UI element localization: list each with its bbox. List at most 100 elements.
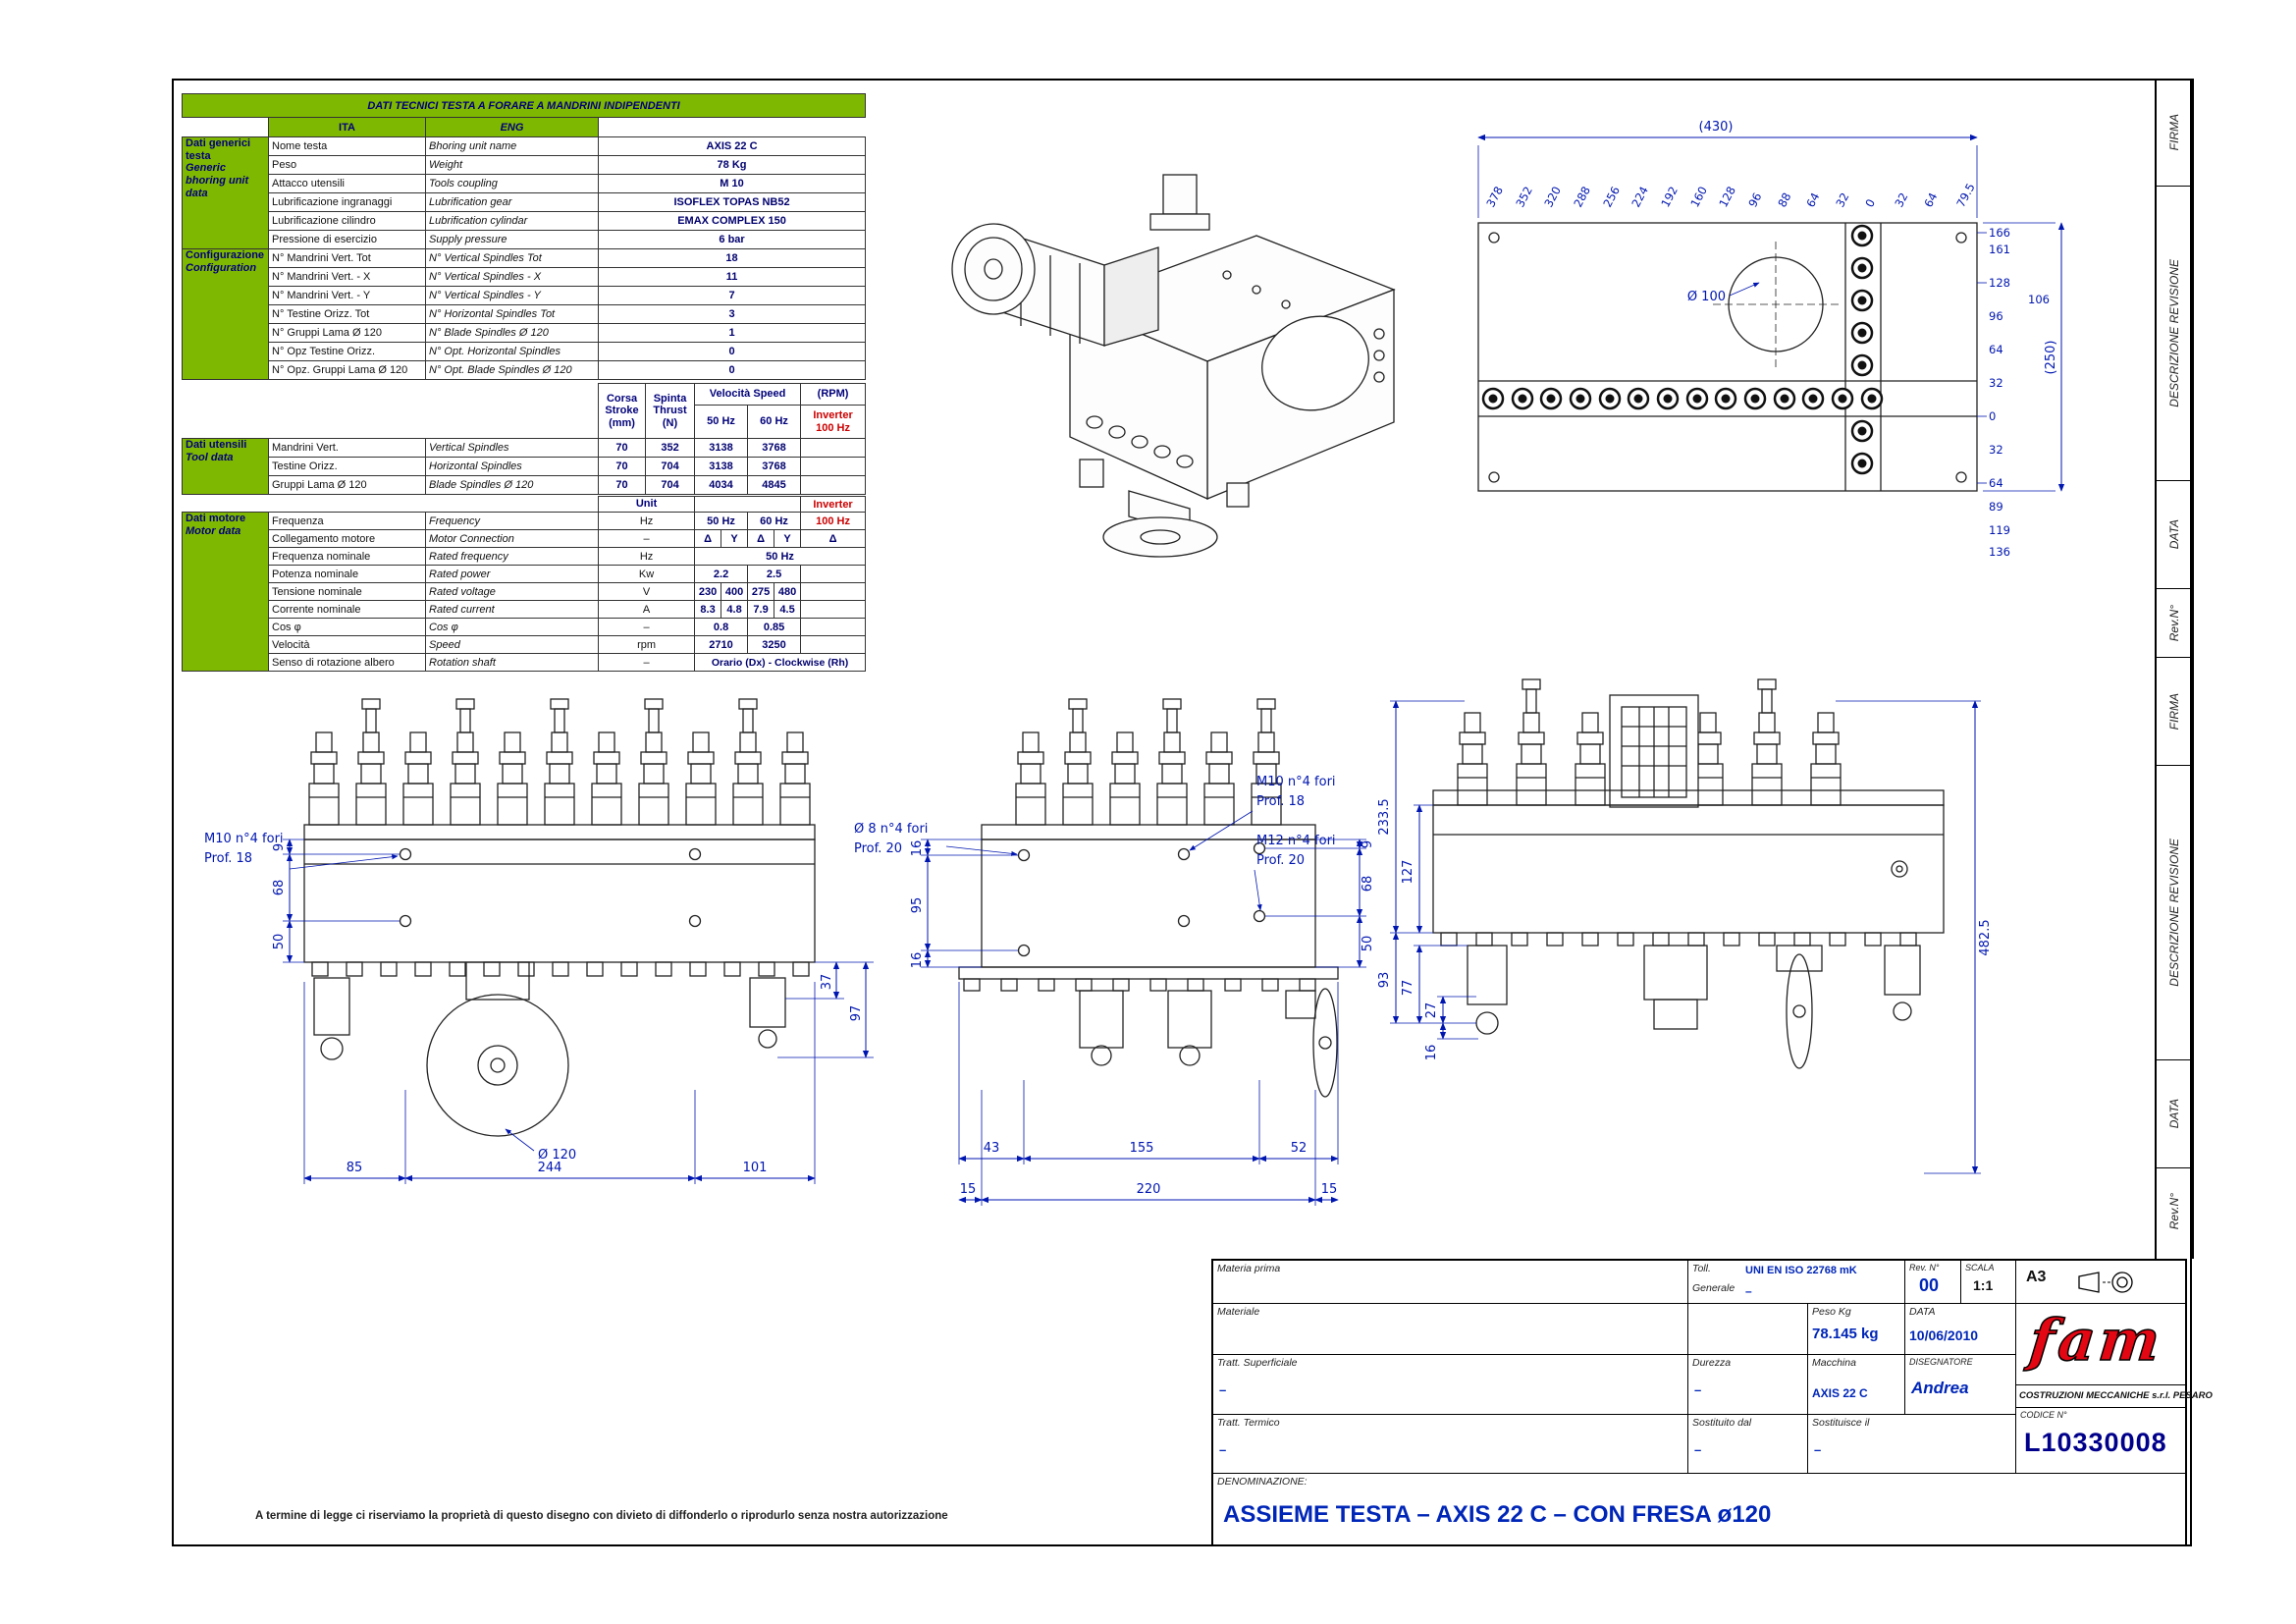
tb-value: 78.145 kg: [1812, 1326, 1879, 1342]
section-tool: Dati utensili Tool data: [182, 438, 269, 495]
tb-value: –: [1814, 1442, 1822, 1457]
row-value: 480: [774, 582, 802, 601]
tb-value: Andrea: [1911, 1379, 1969, 1397]
tb-label: Sostituisce il: [1812, 1417, 1870, 1429]
dim-label: 320: [1541, 184, 1564, 209]
row-value: 70: [598, 438, 647, 458]
section-label-eng: Configuration: [186, 261, 257, 274]
top-view-plate: [1477, 222, 1978, 492]
row-unit: –: [598, 653, 696, 672]
spacer-cell: [598, 117, 866, 137]
row-value: 7.9: [747, 600, 775, 619]
row-value: 0.8: [694, 618, 749, 636]
row-label-eng: N° Blade Spindles Ø 120: [425, 323, 599, 343]
dim-label: 89: [1989, 500, 2003, 514]
row-label-eng: Rated current: [424, 600, 600, 619]
side-view: 233.5 127 93 77 27 16 482.5: [1377, 678, 1993, 1174]
strip-cell: DESCRIZIONE REVISIONE: [2157, 187, 2192, 481]
row-label-ita: N° Gruppi Lama Ø 120: [268, 323, 426, 343]
section-label-ita: Dati motore: [186, 513, 246, 525]
hdr-inverter: Inverter: [813, 408, 853, 421]
row-value: 0.85: [747, 618, 802, 636]
drawing-title: ASSIEME TESTA – AXIS 22 C – CON FRESA ø1…: [1223, 1501, 1772, 1528]
side-view-body: [1432, 789, 1945, 947]
tb-durezza: Durezza –: [1688, 1355, 1808, 1415]
dim-label: 64: [1989, 476, 2003, 490]
row-label-ita: Nome testa: [268, 136, 426, 156]
tb-denominazione: DENOMINAZIONE: ASSIEME TESTA – AXIS 22 C…: [1213, 1474, 2189, 1548]
dim-label: 85: [347, 1161, 363, 1175]
tb-empty: [1688, 1304, 1808, 1355]
row-value: 3138: [694, 438, 749, 458]
mid-view-spindles: [1015, 698, 1282, 826]
row-label-ita: Testine Orizz.: [268, 457, 426, 476]
row-label-eng: N° Opt. Horizontal Spindles: [425, 342, 599, 361]
tb-label: Tratt. Termico: [1217, 1417, 1280, 1429]
row-label-ita: Gruppi Lama Ø 120: [268, 475, 426, 495]
dim-label: 220: [1137, 1182, 1161, 1197]
dim-label: 15: [960, 1182, 977, 1197]
row-label-eng: N° Vertical Spindles - X: [425, 267, 599, 287]
hdr-stroke: Stroke: [605, 405, 639, 417]
section-label-eng: Generic bhoring unit data: [186, 162, 249, 199]
table-title: DATI TECNICI TESTA A FORARE A MANDRINI I…: [181, 93, 867, 118]
row-value: 2.5: [747, 565, 802, 583]
row-label-ita: Corrente nominale: [268, 600, 426, 619]
row-value: 230: [694, 582, 722, 601]
tb-value: AXIS 22 C: [1812, 1386, 1868, 1400]
tb-macchina: Macchina AXIS 22 C: [1808, 1355, 1905, 1415]
row-value-empty: [800, 457, 867, 476]
top-view-dimensions: (430) 378 352 320 288 256 224 192 160 12…: [1477, 120, 2065, 559]
mid-view: 16 95 16 9 68 50 43 155 52: [854, 698, 1375, 1206]
row-value: AXIS 22 C: [597, 136, 867, 156]
tb-sostituito: Sostituito dal –: [1688, 1415, 1808, 1474]
row-value: 4845: [747, 475, 802, 495]
section-label-ita: Dati utensili: [186, 439, 247, 452]
dim-label: 27: [1424, 1002, 1439, 1019]
dim-label: 244: [538, 1161, 562, 1175]
tb-value: –: [1694, 1382, 1702, 1397]
tb-label: Macchina: [1812, 1357, 1856, 1369]
strip-cell: DATA: [2157, 481, 2192, 589]
row-unit: –: [598, 618, 696, 636]
mid-view-bottom-units: [1079, 988, 1338, 1098]
row-label-ita: N° Mandrini Vert. - Y: [268, 286, 426, 305]
row-value: 18: [597, 248, 867, 268]
tb-tolleranze: Toll. Generale UNI EN ISO 22768 mK –: [1688, 1261, 1905, 1304]
row-label-eng: Rated frequency: [424, 547, 600, 566]
dim-label: 9: [1361, 840, 1375, 848]
row-value-empty: [800, 475, 867, 495]
tb-disegnatore: DISEGNATORE Andrea: [1905, 1355, 2016, 1415]
row-value: 2.2: [694, 565, 749, 583]
row-value: 100 Hz: [800, 512, 867, 530]
dim-label: 288: [1571, 184, 1593, 209]
row-value-empty: [800, 582, 867, 601]
front-view-spindles: [308, 698, 811, 826]
row-label-ita: Potenza nominale: [268, 565, 426, 583]
row-value: 704: [645, 475, 696, 495]
dim-label: (250): [2044, 341, 2058, 375]
strip-cell: FIRMA: [2157, 658, 2192, 766]
row-label-ita: Attacco utensili: [268, 174, 426, 193]
front-view-body: [303, 824, 816, 977]
dim-label: 352: [1513, 184, 1535, 209]
tech-table-tools: Corsa Stroke (mm) Spinta Thrust (N) Velo…: [182, 383, 867, 495]
side-view-dimensions: 233.5 127 93 77 27 16 482.5: [1377, 700, 1993, 1174]
row-value: 2710: [694, 635, 749, 654]
row-value: 400: [721, 582, 749, 601]
row-value: 3768: [747, 438, 802, 458]
speed-header-50hz: 50 Hz: [694, 405, 749, 439]
hdr-corsa: Corsa: [606, 392, 638, 405]
front-view: 9 68 50 85 244 101 M10 n°4 fori Prof. 18…: [204, 698, 874, 1184]
row-value: 6 bar: [597, 230, 867, 249]
tb-label: Materia prima: [1217, 1263, 1281, 1274]
hdr-100hz: 100 Hz: [816, 421, 850, 434]
row-label-eng: Lubrification gear: [425, 192, 599, 212]
projection-symbol-icon: [2078, 1272, 2133, 1293]
dim-label: 32: [1892, 190, 1910, 209]
isometric-view: [951, 174, 1396, 558]
dim-label: 9: [272, 843, 287, 851]
row-label-eng: Rotation shaft: [424, 653, 600, 672]
dim-label: Ø 120: [538, 1148, 576, 1163]
